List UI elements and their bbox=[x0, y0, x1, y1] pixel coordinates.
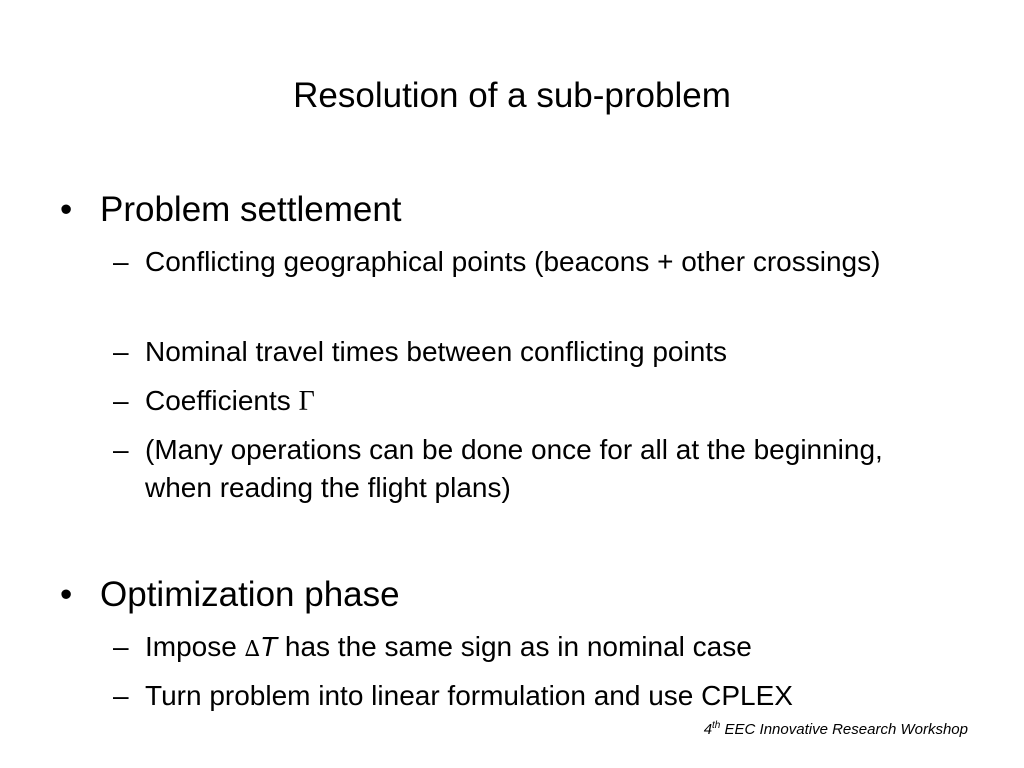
sub-item-conflicting-points: – Conflicting geographical points (beaco… bbox=[113, 243, 903, 281]
dash-mark: – bbox=[113, 434, 129, 465]
footer-workshop: 4th EEC Innovative Research Workshop bbox=[704, 720, 968, 740]
sub-item-text: (Many operations can be done once for al… bbox=[145, 434, 883, 503]
gamma-symbol: Γ bbox=[298, 386, 315, 417]
bullet-heading: Optimization phase bbox=[100, 575, 400, 614]
impose-label: Impose bbox=[145, 631, 245, 662]
dash-mark: – bbox=[113, 680, 129, 711]
sub-item-many-operations: – (Many operations can be done once for … bbox=[113, 431, 903, 507]
sub-item-impose-delta-t: – Impose ∆T has the same sign as in nomi… bbox=[113, 628, 903, 669]
sub-item-text: Conflicting geographical points (beacons… bbox=[145, 246, 881, 277]
sub-item-text: Turn problem into linear formulation and… bbox=[145, 680, 793, 711]
footer-ordinal-number: 4 bbox=[703, 721, 713, 738]
sub-item-travel-times: – Nominal travel times between conflicti… bbox=[113, 333, 903, 371]
dash-mark: – bbox=[113, 336, 129, 367]
footer-ordinal-suffix: th bbox=[712, 720, 721, 731]
sub-item-coefficients: – Coefficients Γ bbox=[113, 382, 903, 421]
sub-item-text: Nominal travel times between conflicting… bbox=[145, 336, 728, 367]
dash-mark: – bbox=[113, 385, 129, 416]
slide-title: Resolution of a sub-problem bbox=[293, 76, 731, 115]
variable-t: T bbox=[259, 631, 278, 662]
dash-mark: – bbox=[113, 631, 129, 662]
sub-item-linear-formulation: – Turn problem into linear formulation a… bbox=[113, 677, 903, 715]
delta-symbol: ∆ bbox=[244, 637, 260, 662]
coefficients-label: Coefficients bbox=[145, 385, 299, 416]
bullet-mark: • bbox=[60, 575, 73, 614]
sub-item-text: Impose ∆T has the same sign as in nomina… bbox=[145, 628, 903, 669]
bullet-mark: • bbox=[60, 190, 73, 229]
impose-suffix: has the same sign as in nominal case bbox=[277, 631, 752, 662]
footer-text: EEC Innovative Research Workshop bbox=[720, 721, 968, 738]
dash-mark: – bbox=[113, 246, 129, 277]
bullet-heading: Problem settlement bbox=[100, 190, 402, 229]
sub-item-text: Coefficients Γ bbox=[145, 382, 903, 421]
